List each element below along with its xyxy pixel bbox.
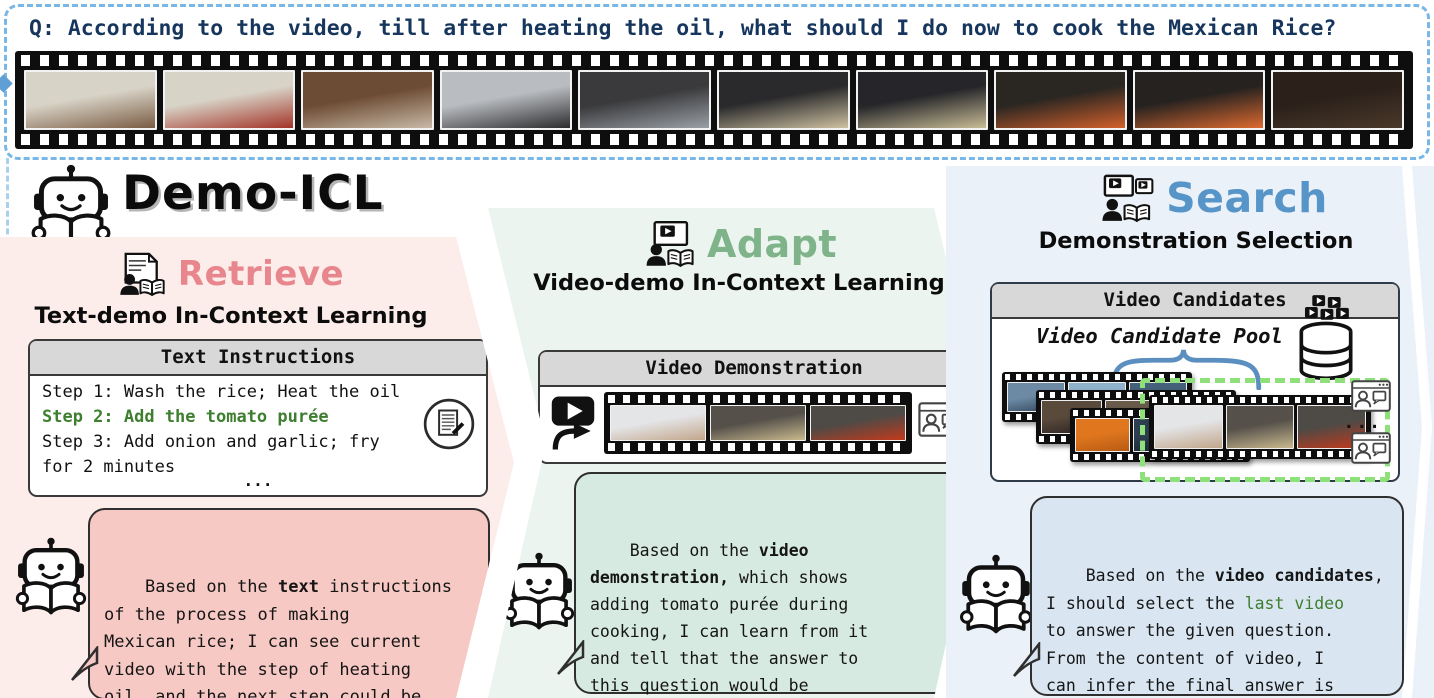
question-video-section: Q: According to the video, till after he… xyxy=(4,4,1430,160)
steps-ellipsis: ... xyxy=(243,471,273,490)
retrieve-robot-icon xyxy=(14,537,88,619)
bubble-text-segment: video candidates xyxy=(1214,566,1374,585)
text-instructions-box: Text Instructions Step 1: Wash the rice;… xyxy=(28,339,488,497)
bubble-text-segment: to answer the given question. From the c… xyxy=(1046,621,1335,695)
panel-search: Search Demonstration Selection Video Can… xyxy=(946,166,1434,698)
chevron-gap xyxy=(1402,166,1432,698)
panel-adapt: Adapt Video-demo In-Context Learning Vid… xyxy=(488,208,990,698)
question-text: Q: According to the video, till after he… xyxy=(29,16,1337,41)
video-candidates-box: Video Candidates Video Candidate Pool xyxy=(990,282,1400,482)
agent-window-icon xyxy=(1351,380,1391,412)
video-frame-pouring-tomato-puree xyxy=(994,70,1127,130)
video-frame-tomatoes-on-cutting-board xyxy=(162,70,296,130)
adapt-subtitle: Video-demo In-Context Learning xyxy=(533,270,945,296)
filmstrip-sprockets-bottom xyxy=(21,134,1407,145)
bubble-text-segment: Based on the xyxy=(629,541,759,560)
agent-window-icon xyxy=(1351,432,1391,464)
video-frame-rice-in-pot xyxy=(1225,405,1295,449)
bubble-text-segment: Based on the xyxy=(1085,566,1215,585)
video-demonstration-box: Video Demonstration xyxy=(538,350,970,464)
play-share-icon xyxy=(551,396,595,450)
adapt-reasoning-bubble: Based on the video demonstration, which … xyxy=(557,472,966,695)
query-video-filmstrip xyxy=(15,51,1413,149)
video-frame-stove-control-panel xyxy=(439,70,573,130)
filmstrip-sprockets-top xyxy=(21,55,1407,66)
panel-retrieve: Retrieve Text-demo In-Context Learning T… xyxy=(0,237,514,698)
retrieve-header: Retrieve xyxy=(0,251,462,297)
retrieve-reasoning-bubble: Based on the text instructions of the pr… xyxy=(71,508,490,698)
video-frame-empty-pan-on-stove xyxy=(578,70,711,130)
demonstration-filmstrip xyxy=(604,392,912,454)
video-frame-jar-on-cutting-board xyxy=(1154,405,1223,449)
search-icon xyxy=(1102,174,1154,222)
method-title: Demo-ICL xyxy=(28,164,384,256)
bubble-tail xyxy=(1013,642,1041,677)
doc-edit-icon xyxy=(423,398,475,450)
instruction-step: Step 3: Add onion and garlic; fry for 2 … xyxy=(42,432,380,477)
adapt-header: Adapt xyxy=(546,220,936,268)
candidates-ellipsis: ... xyxy=(1343,412,1382,433)
bubble-text-segment: Based on the xyxy=(144,577,279,597)
bubble-text-segment: text xyxy=(278,577,319,597)
instruction-step: Step 1: Wash the rice; Heat the oil xyxy=(42,382,401,402)
video-frame-oven-scene xyxy=(1271,70,1404,130)
search-robot-icon xyxy=(958,554,1034,638)
bubble-tail xyxy=(71,646,99,681)
video-frame-bowl-of-rice-on-counter xyxy=(24,70,157,130)
video-frame-tomato-sauce-in-pot xyxy=(810,405,906,441)
search-subtitle: Demonstration Selection xyxy=(1038,228,1354,254)
instruction-step: Step 2: Add the tomato purée xyxy=(42,407,329,427)
video-frame-cook-in-kitchen xyxy=(301,70,434,130)
adapt-title: Adapt xyxy=(706,222,838,266)
video-frame-rice-with-green-chili xyxy=(855,70,989,130)
bubble-text-segment: video demonstration, xyxy=(590,541,809,587)
video-database-icon xyxy=(1299,295,1353,381)
video-frame-candidate-menu-screen xyxy=(1075,418,1130,452)
question-prefix: Q: xyxy=(29,16,55,41)
retrieve-subtitle: Text-demo In-Context Learning xyxy=(34,303,428,329)
search-title: Search xyxy=(1166,174,1328,222)
filmstrip-frames xyxy=(24,70,1404,130)
adapt-robot-icon xyxy=(502,552,576,634)
video-frame-jar-on-cutting-board xyxy=(610,405,706,441)
video-demonstration-title: Video Demonstration xyxy=(540,352,968,387)
retrieve-title: Retrieve xyxy=(177,254,345,294)
video-frame-tomato-rice-simmering xyxy=(1132,70,1266,130)
video-candidate-pool-label: Video Candidate Pool xyxy=(1036,324,1283,348)
selected-candidate-filmstrip xyxy=(1149,395,1371,459)
search-header: Search xyxy=(1004,174,1424,222)
bubble-text-segment: which shows adding tomato purée during c… xyxy=(590,568,869,695)
retrieve-icon xyxy=(120,252,165,296)
selected-candidate-highlight xyxy=(1140,378,1390,482)
bubble-text-segment: , I should select the xyxy=(1046,566,1384,613)
connector-dashed-blue xyxy=(6,158,9,296)
bubble-tail xyxy=(557,640,585,675)
brace xyxy=(1111,349,1262,390)
bubble-text-segment: last video xyxy=(1244,593,1345,613)
video-frame-rice-in-pot xyxy=(710,405,806,441)
method-title-label: Demo-ICL xyxy=(122,166,384,221)
bubble-text-segment: instructions of the process of making Me… xyxy=(104,577,453,698)
adapt-icon xyxy=(646,221,694,267)
text-instructions-title: Text Instructions xyxy=(30,341,486,376)
search-reasoning-bubble: Based on the video candidates, I should … xyxy=(1013,496,1404,696)
video-frame-rice-in-pan xyxy=(716,70,850,130)
